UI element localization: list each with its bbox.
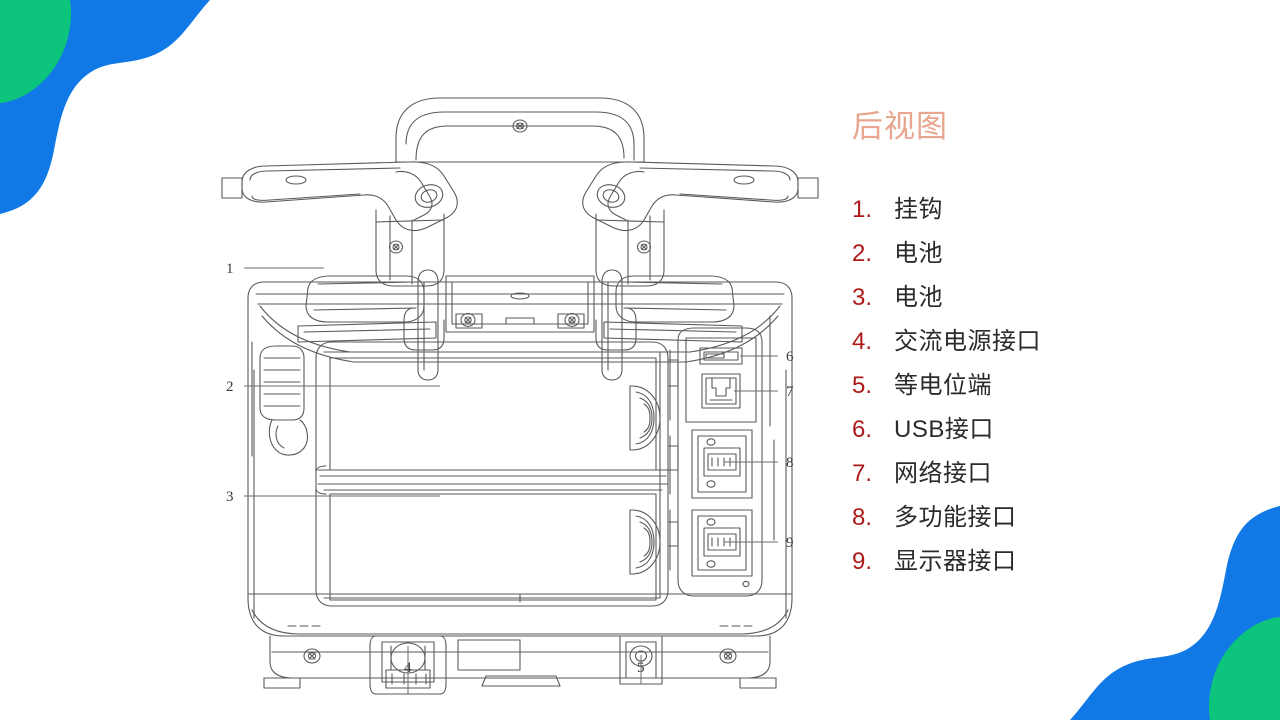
callout-number-3: 3 (226, 489, 234, 505)
io-connector-panel (667, 315, 775, 597)
handle-screw-icon (512, 119, 528, 133)
page-title: 后视图 (852, 109, 948, 144)
callout-number-8: 8 (786, 455, 794, 471)
hook-left-screw-icon (388, 240, 404, 254)
list-item: 1. 挂钩 (852, 189, 1252, 233)
vent-grille-upper (629, 385, 661, 451)
display-port (691, 509, 753, 577)
list-item-label: 多功能接口 (894, 504, 1017, 532)
blue-wave-shape (0, 0, 210, 214)
list-item-number: 2. (852, 240, 873, 268)
list-item-label: 交流电源接口 (894, 328, 1041, 356)
list-item: 7. 网络接口 (852, 453, 1252, 497)
hook-right-screw-icon (636, 240, 652, 254)
list-item: 6. USB接口 (852, 409, 1252, 453)
callout-number-2: 2 (226, 379, 234, 395)
list-item-label: USB接口 (894, 416, 994, 444)
callout-numbers: 1 2 3 4 5 6 7 8 9 (226, 261, 794, 676)
list-item-number: 9. (852, 548, 873, 576)
list-item-label: 电池 (894, 284, 943, 312)
top-carry-handle (395, 97, 645, 163)
list-item: 3. 电池 (852, 277, 1252, 321)
list-item-number: 4. (852, 328, 873, 356)
list-item-label: 电池 (894, 240, 943, 268)
side-latch-left (251, 341, 309, 457)
list-item-number: 3. (852, 284, 873, 312)
list-item-number: 7. (852, 460, 873, 488)
callout-number-1: 1 (226, 261, 234, 277)
base-screws (287, 625, 753, 664)
list-item-number: 6. (852, 416, 873, 444)
list-item-number: 1. (852, 196, 873, 224)
legend-list: 1. 挂钩 2. 电池 3. 电池 4. 交流电源接口 5. 等电位端 6. U… (852, 189, 1252, 585)
equipotential-terminal (619, 635, 663, 685)
callout-number-9: 9 (786, 535, 794, 551)
callout-number-5: 5 (637, 660, 645, 676)
antenna-rods (417, 269, 623, 381)
multifunction-port (691, 429, 753, 499)
list-item: 8. 多功能接口 (852, 497, 1252, 541)
vent-grille-lower (629, 509, 661, 575)
hook-right (582, 161, 819, 343)
list-item: 9. 显示器接口 (852, 541, 1252, 585)
list-item: 4. 交流电源接口 (852, 321, 1252, 365)
list-item-label: 等电位端 (894, 372, 992, 400)
monitor-body-shell (247, 281, 793, 689)
callout-number-6: 6 (786, 349, 794, 365)
misc-detail-marks (505, 292, 535, 603)
list-item: 2. 电池 (852, 233, 1252, 277)
list-item-label: 显示器接口 (894, 548, 1017, 576)
patient-monitor-rear-view-line-drawing: 1 2 3 4 5 6 7 8 9 (221, 97, 819, 695)
network-port (701, 373, 741, 409)
list-item-number: 8. (852, 504, 873, 532)
callout-number-7: 7 (786, 384, 794, 400)
hook-left (221, 161, 458, 343)
green-blob-shape (1208, 617, 1280, 720)
green-blob-shape (0, 0, 72, 103)
list-item-label: 挂钩 (894, 196, 943, 224)
callout-number-4: 4 (404, 660, 412, 676)
usb-port (699, 347, 743, 365)
ac-power-inlet (369, 635, 521, 695)
list-item: 5. 等电位端 (852, 365, 1252, 409)
list-item-label: 网络接口 (894, 460, 992, 488)
list-item-number: 5. (852, 372, 873, 400)
upper-latch-plate (403, 275, 637, 351)
battery-bay-recess (315, 341, 669, 607)
legend-panel: 后视图 1. 挂钩 2. 电池 3. 电池 4. 交流电源接口 5. 等电位端 … (852, 108, 1252, 585)
